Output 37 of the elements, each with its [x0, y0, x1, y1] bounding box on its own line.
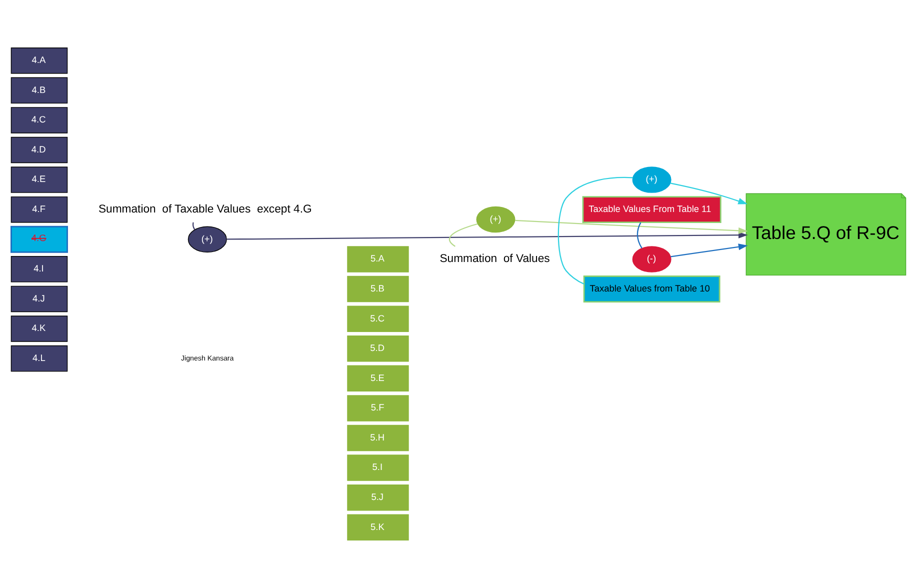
node-box: 5.F [347, 395, 409, 422]
arrow [226, 232, 748, 240]
node-box: 4.E [10, 166, 68, 193]
connector [636, 222, 642, 248]
arrow [670, 244, 748, 258]
connector [449, 223, 478, 247]
node-box: 4.C [10, 107, 68, 134]
arrow [670, 182, 748, 204]
node-box: 4.A [10, 47, 68, 74]
node-ellipse: (+) [476, 206, 516, 233]
node-box: 4.G [10, 226, 68, 253]
node-box: Taxable Values from Table 10 [583, 276, 720, 303]
node-box: 4.D [10, 136, 68, 164]
node-ellipse: (-) [632, 246, 672, 272]
node-box: 5.H [347, 424, 409, 452]
node-box: 5.A [347, 246, 409, 272]
connector [192, 222, 196, 230]
node-box: 4.F [10, 196, 68, 223]
node-text: Summation of Taxable Values except 4.G [98, 203, 312, 216]
node-box: Taxable Values From Table 11 [582, 196, 722, 224]
node-box: 5.C [347, 306, 409, 332]
node-box: 5.B [347, 276, 409, 302]
node-text: Summation of Values [440, 252, 550, 265]
node-box: 4.I [10, 256, 68, 282]
node-box: 4.B [10, 77, 68, 104]
node-ellipse: (+) [632, 166, 672, 193]
node-box: 5.D [347, 336, 409, 362]
arrow [515, 220, 748, 234]
connector [558, 176, 633, 285]
node-box: 5.J [347, 484, 409, 511]
node-box: 4.K [10, 316, 68, 342]
node-box: 5.K [347, 514, 409, 541]
node-box: 4.J [10, 286, 68, 312]
node-box: 5.E [347, 365, 409, 392]
node-ellipse: (+) [188, 226, 227, 252]
node-box: 4.L [10, 345, 68, 372]
node-box: 5.I [347, 454, 409, 481]
